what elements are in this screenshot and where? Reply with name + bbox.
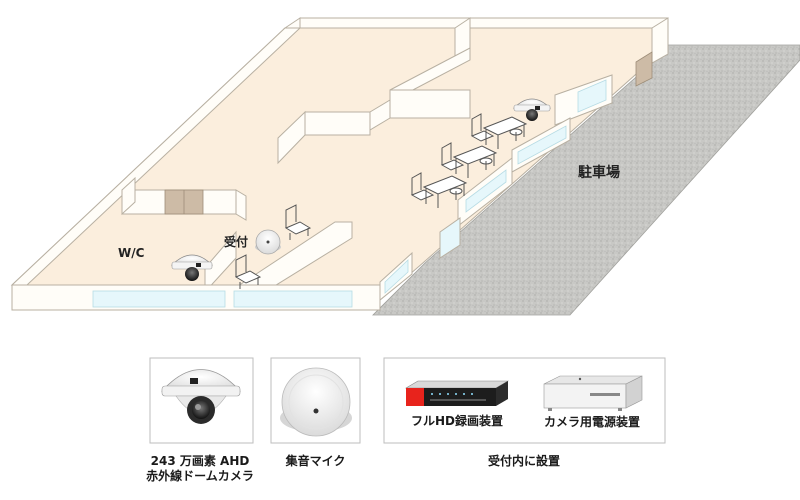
side-door [635, 51, 653, 87]
camera-caption-line2: 赤外線ドームカメラ [146, 469, 254, 483]
power-unit-product-icon [543, 375, 643, 411]
window-glass [465, 169, 507, 213]
wc-side-wall [121, 176, 136, 216]
chair [234, 254, 262, 289]
recorder-product-icon [404, 380, 510, 406]
mic-caption: 集音マイク [285, 454, 346, 468]
microphone-product-icon [280, 367, 352, 437]
dining-set [410, 172, 468, 208]
back-wall [299, 17, 669, 29]
reception-equipment-caption: 受付内に設置 [487, 454, 560, 468]
wc-divider [204, 230, 237, 294]
power-unit-caption: カメラ用電源装置 [543, 415, 640, 429]
microphone-icon [255, 229, 281, 255]
right-end-wall [651, 17, 669, 64]
dining-set [470, 113, 528, 149]
dome-camera-icon [171, 254, 213, 281]
front-window-left [92, 290, 226, 308]
reception-label: 受付 [224, 234, 248, 249]
chair [284, 204, 312, 240]
front-window-right [233, 290, 353, 308]
interior-counter [389, 89, 471, 119]
dome-camera-icon [513, 98, 551, 121]
dining-set [440, 142, 498, 178]
camera-caption-line1: 243 万画素 AHD [150, 454, 250, 468]
dome-camera-product-icon [161, 369, 241, 424]
wc-label: W/C [118, 246, 145, 260]
recorder-caption: フルHD録画装置 [410, 414, 503, 428]
window-glass [517, 125, 567, 165]
parking-label: 駐車場 [578, 164, 620, 181]
window-glass [577, 79, 607, 113]
window-glass [384, 259, 409, 294]
interior-wall-mid [304, 111, 371, 136]
